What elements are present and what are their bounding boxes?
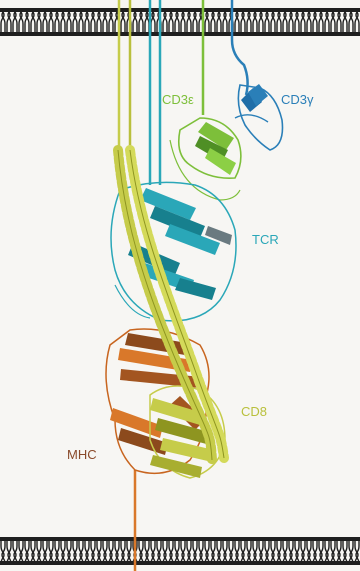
label-tcr: TCR [252, 232, 279, 247]
top-membrane [0, 8, 360, 36]
cd3-gamma-domain [235, 84, 283, 150]
label-mhc: MHC [67, 447, 97, 462]
bottom-membrane [0, 537, 360, 565]
label-cd3-epsilon: CD3ε [162, 92, 194, 107]
label-cd8: CD8 [241, 404, 267, 419]
label-cd3-gamma: CD3γ [281, 92, 314, 107]
cd3-epsilon-domain [170, 118, 241, 200]
